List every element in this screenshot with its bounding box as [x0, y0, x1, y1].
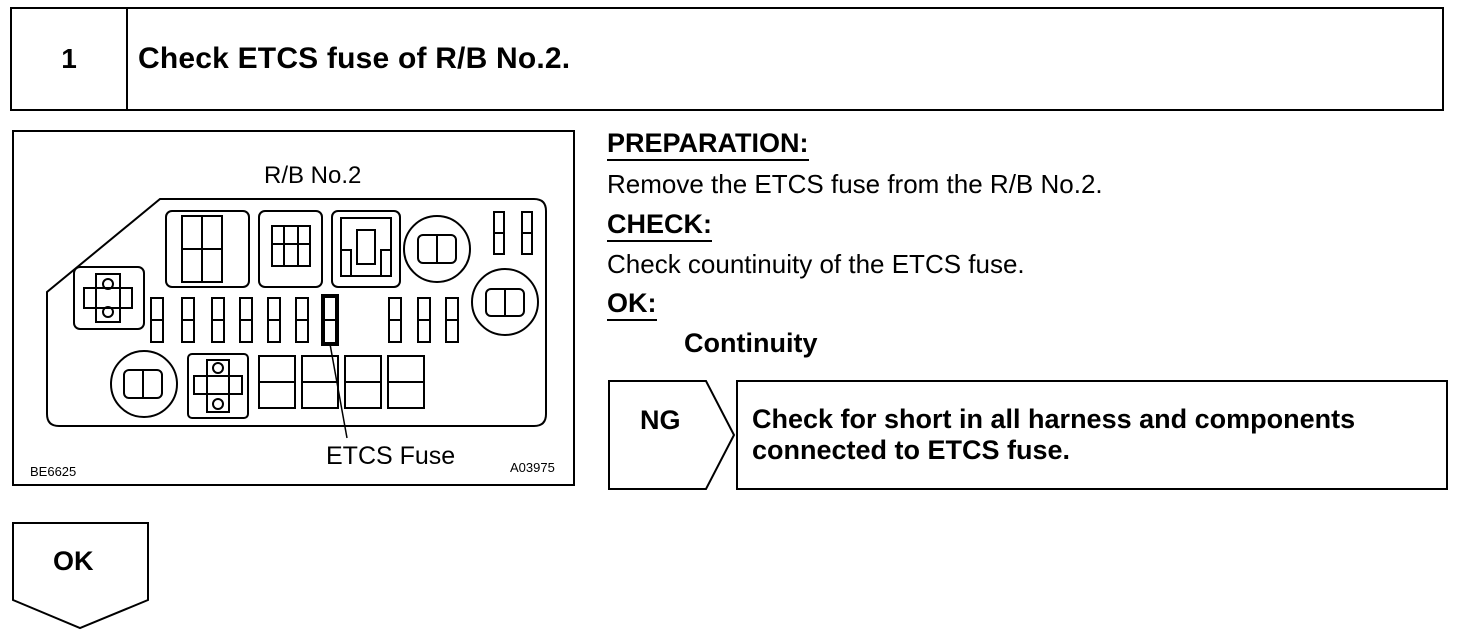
- check-heading: CHECK:: [607, 209, 712, 242]
- etcs-fuse-callout: ETCS Fuse: [326, 442, 456, 470]
- ng-action-line2: connected to ETCS fuse.: [752, 435, 1071, 465]
- relay-block-diagram: [46, 198, 547, 439]
- ng-arrow-icon: [608, 380, 736, 490]
- ok-label: OK: [53, 546, 94, 576]
- ng-action-box: Check for short in all harness and compo…: [736, 380, 1448, 490]
- relay-block-illustration: R/B No.2 ETCS Fuse BE6625 A03975: [12, 130, 575, 486]
- preparation-text: Remove the ETCS fuse from the R/B No.2.: [607, 169, 1103, 199]
- figure-code-left: BE6625: [30, 464, 77, 479]
- figure-code-right: A03975: [510, 460, 555, 475]
- ok-criteria-value: Continuity: [684, 328, 818, 358]
- step-header: 1 Check ETCS fuse of R/B No.2.: [10, 7, 1444, 111]
- step-number: 1: [12, 9, 128, 109]
- relay-block-label: R/B No.2: [264, 162, 362, 189]
- ng-label: NG: [640, 405, 681, 435]
- ok-arrow-icon: [12, 522, 149, 630]
- step-title: Check ETCS fuse of R/B No.2.: [138, 42, 571, 75]
- ok-criteria-heading: OK:: [607, 288, 657, 321]
- check-text: Check countinuity of the ETCS fuse.: [607, 249, 1025, 279]
- ng-action-line1: Check for short in all harness and compo…: [752, 404, 1356, 434]
- preparation-heading: PREPARATION:: [607, 128, 809, 161]
